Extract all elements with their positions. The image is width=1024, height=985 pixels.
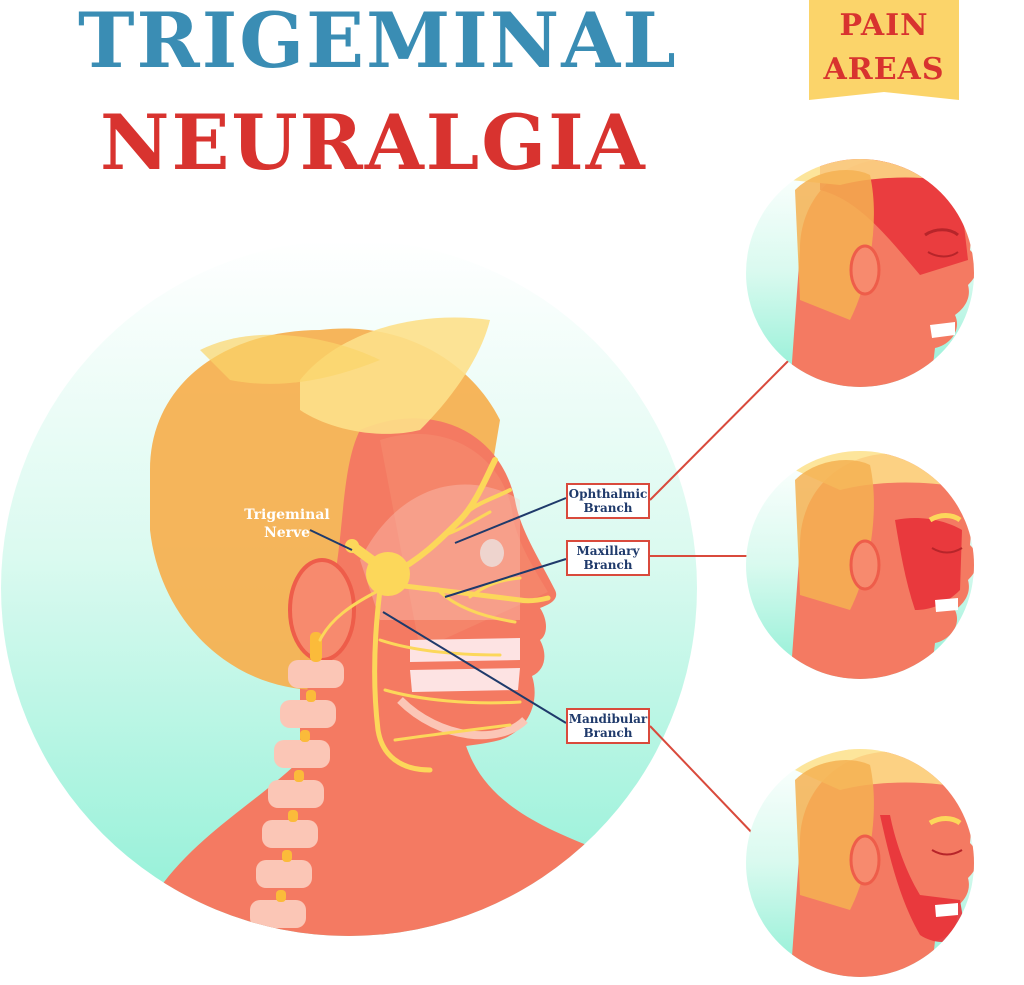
pain-areas-badge: PAIN AREAS	[809, 0, 959, 110]
mandibular-label-line-1: Mandibular	[568, 712, 648, 726]
title-line-1: TRIGEMINAL	[78, 0, 678, 85]
ophthalmic-label-line-2: Branch	[583, 501, 633, 515]
nerve-label-line-1: Trigeminal	[244, 507, 330, 523]
mandibular-label-line-2: Branch	[583, 726, 633, 740]
title-line-2: NEURALGIA	[100, 98, 647, 187]
pain-area-ophthalmic	[746, 159, 974, 387]
maxillary-label-line-2: Branch	[583, 558, 633, 572]
badge-ribbon-shape	[809, 0, 959, 100]
pain-area-maxillary	[746, 451, 974, 679]
maxillary-label-line-1: Maxillary	[576, 544, 640, 558]
pain-area-mandibular	[746, 749, 974, 977]
main-head-panel	[1, 240, 697, 936]
maxillary-branch-label: Maxillary Branch	[566, 540, 650, 576]
ophthalmic-branch-label: Ophthalmic Branch	[566, 483, 650, 519]
pain-leader-lines	[649, 342, 807, 839]
ophthalmic-label-line-1: Ophthalmic	[568, 487, 648, 501]
badge-line-1: PAIN	[839, 8, 929, 43]
branch-pointer-lines	[309, 497, 567, 724]
trigeminal-nerve-label: Trigeminal Nerve	[228, 506, 346, 542]
badge-line-2: AREAS	[823, 52, 945, 87]
nerve-label-line-2: Nerve	[263, 525, 311, 541]
mandibular-branch-label: Mandibular Branch	[566, 708, 650, 744]
